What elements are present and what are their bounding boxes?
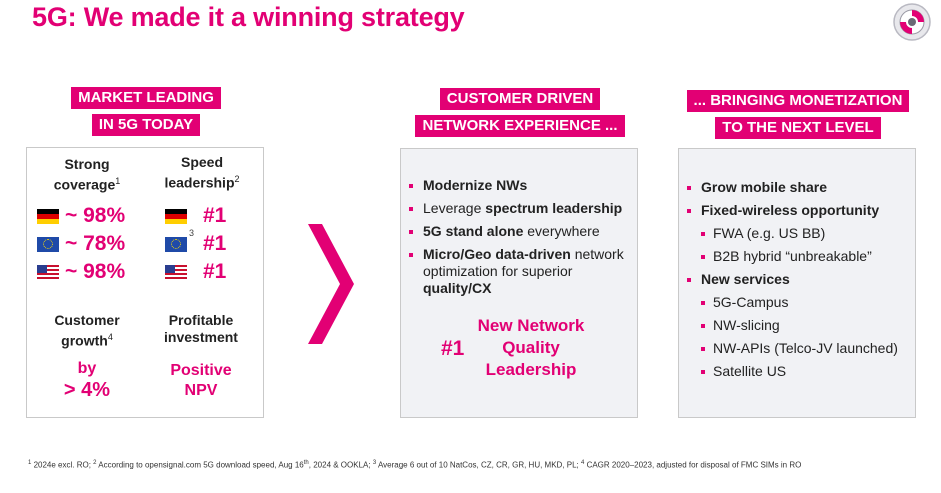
bullet-bold: 5G stand alone	[423, 223, 524, 239]
coverage-row-eu: ~ 78%	[37, 233, 125, 255]
footnote-text: According to opensignal.com 5G download …	[96, 460, 304, 470]
speed-value: #1	[203, 232, 227, 255]
bullet-bold: Micro/Geo data-driven	[423, 246, 571, 262]
germany-flag-icon	[37, 208, 59, 224]
bullet-bold: spectrum leadership	[485, 200, 623, 216]
rank-label-line: Quality	[502, 338, 560, 357]
customer-driven-box: Modernize NWs Leverage spectrum leadersh…	[400, 148, 638, 418]
coverage-value: ~ 78%	[65, 232, 126, 255]
rank-label: New Network Quality Leadership	[471, 315, 591, 381]
tag-line-1: MARKET LEADING	[71, 87, 221, 109]
list-item: Modernize NWs	[409, 177, 633, 194]
speed-value: #1	[203, 204, 227, 227]
footnote-text: , 2024 & OOKLA;	[308, 460, 373, 470]
footnote-ref: 3	[189, 228, 195, 238]
footnote-marker: 4	[581, 460, 585, 466]
chevron-right-icon	[308, 224, 354, 344]
sub-list-item: NW-slicing	[687, 317, 913, 334]
us-flag-icon	[165, 264, 187, 280]
bullet-text: network optimization for superior	[423, 246, 624, 279]
footnote-marker: 2	[93, 460, 97, 466]
sub-list-item: B2B hybrid “unbreakable”	[687, 248, 913, 265]
tag-line-1: CUSTOMER DRIVEN	[439, 88, 601, 110]
list-item: 5G stand alone everywhere	[409, 223, 633, 240]
sub-list-item: Satellite US	[687, 363, 913, 380]
bullet-bold: New services	[701, 271, 790, 287]
invest-heading-text: Profitable investment	[164, 312, 238, 345]
bullet-bold: quality/CX	[423, 280, 492, 296]
bullet-bold: Modernize NWs	[423, 177, 528, 193]
monetization-label: ... BRINGING MONETIZATION TO THE NEXT LE…	[682, 90, 914, 139]
germany-flag-icon	[165, 208, 187, 224]
invest-value-npv: NPV	[184, 382, 218, 399]
coverage-heading: Strong coverage1	[37, 156, 137, 194]
sub-list-item: NW-APIs (Telco-JV launched)	[687, 340, 913, 357]
page-title: 5G: We made it a winning strategy	[32, 2, 465, 32]
coverage-row-us: ~ 98%	[37, 261, 125, 283]
growth-value: > 4%	[63, 379, 111, 401]
footnote-ref: 4	[107, 332, 113, 342]
eu-flag-icon	[37, 236, 59, 252]
tag-line-1: ... BRINGING MONETIZATION	[686, 90, 910, 112]
speed-row-us: #1	[165, 261, 226, 283]
coverage-heading-text: Strong coverage	[53, 156, 116, 193]
list-item: Leverage spectrum leadership	[409, 200, 633, 217]
customer-driven-label: CUSTOMER DRIVEN NETWORK EXPERIENCE ...	[414, 88, 626, 137]
us-flag-icon	[37, 264, 59, 280]
speed-row-germany: #1	[165, 205, 226, 227]
coverage-value: ~ 98%	[65, 260, 126, 283]
bullet-text: everywhere	[523, 223, 600, 239]
list-item: Grow mobile share	[687, 179, 913, 196]
growth-heading: Customer growth4	[37, 312, 137, 350]
invest-value-positive: Positive	[170, 362, 232, 379]
tag-line-2: TO THE NEXT LEVEL	[715, 117, 881, 139]
network-bullet-list: Modernize NWs Leverage spectrum leadersh…	[409, 177, 633, 303]
coverage-value: ~ 98%	[65, 204, 126, 227]
bullet-bold: Fixed-wireless opportunity	[701, 202, 880, 218]
rank-label-line: Leadership	[485, 360, 577, 379]
bullet-bold: Grow mobile share	[701, 179, 828, 195]
bullet-text: Leverage	[423, 200, 486, 216]
rank-badge: #1	[441, 337, 465, 360]
list-item: Fixed-wireless opportunity	[687, 202, 913, 219]
tag-line-2: NETWORK EXPERIENCE ...	[415, 115, 625, 137]
tag-line-2: IN 5G TODAY	[91, 114, 201, 136]
growth-heading-text: Customer growth	[54, 312, 120, 349]
footnote-ref: 2	[234, 174, 240, 184]
speed-row-eu: #1	[165, 233, 226, 255]
sub-list-item: 5G-Campus	[687, 294, 913, 311]
speed-value: #1	[203, 260, 227, 283]
speed-heading: Speed leadership2	[157, 154, 247, 192]
footnote-ref: 1	[115, 176, 121, 186]
growth-value-by: by	[77, 360, 97, 377]
list-item: New services	[687, 271, 913, 288]
footnote-text: 2024e excl. RO;	[31, 460, 94, 470]
footnote-marker: 1	[28, 460, 32, 466]
invest-heading: Profitable investment	[153, 312, 249, 346]
footnote-marker: 3	[372, 460, 377, 466]
market-leading-label: MARKET LEADING IN 5G TODAY	[70, 87, 222, 136]
speed-heading-text: Speed leadership	[164, 154, 235, 191]
footnote-marker: th	[303, 460, 309, 466]
footnote-text: CAGR 2020–2023, adjusted for disposal of…	[584, 460, 802, 470]
list-item: Micro/Geo data-driven network optimizati…	[409, 246, 633, 297]
rank-label-line: New Network	[477, 316, 585, 335]
eu-flag-icon	[165, 236, 187, 252]
coverage-row-germany: ~ 98%	[37, 205, 125, 227]
company-logo-icon	[893, 3, 931, 41]
footnote-text: Average 6 out of 10 NatCos, CZ, CR, GR, …	[376, 460, 581, 470]
market-leading-box: Strong coverage1 Speed leadership2 ~ 98%…	[26, 147, 264, 418]
sub-list-item: FWA (e.g. US BB)	[687, 225, 913, 242]
footnotes: 1 2024e excl. RO; 2 According to opensig…	[28, 460, 801, 470]
